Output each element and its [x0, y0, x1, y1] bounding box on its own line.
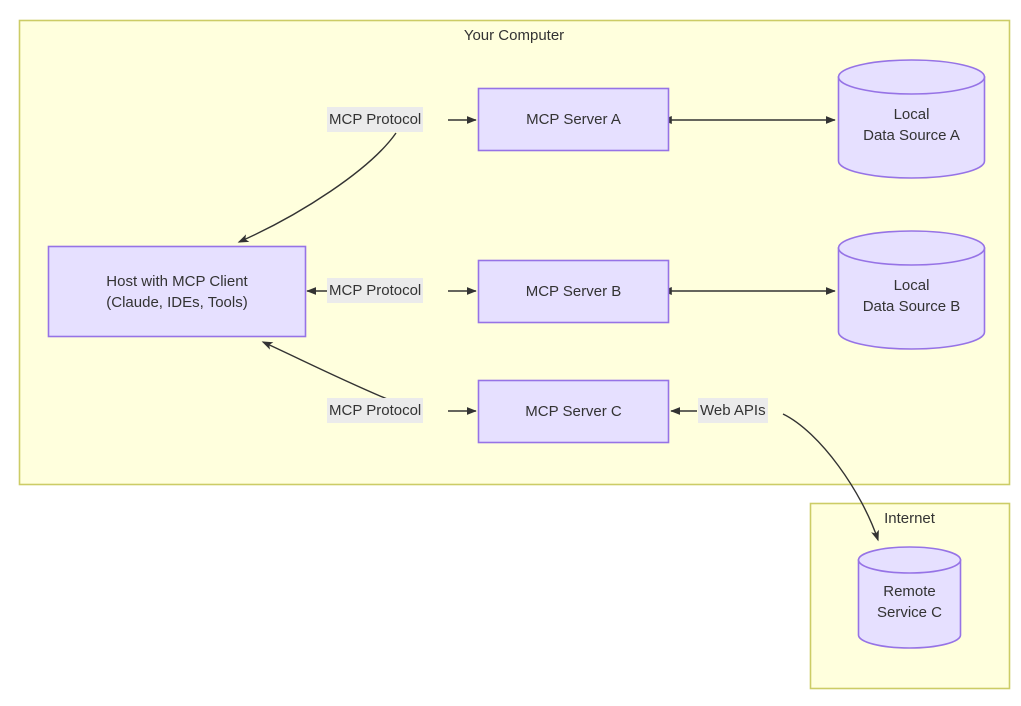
node-remote-service-c[interactable] — [857, 546, 962, 649]
edge-label-mcp-protocol-b: MCP Protocol — [327, 278, 424, 303]
node-data-source-b[interactable] — [837, 230, 986, 350]
group-title-internet: Internet — [884, 510, 935, 527]
node-server-a[interactable] — [477, 87, 670, 152]
edge-label-mcp-protocol-c: MCP Protocol — [327, 398, 424, 423]
node-server-b[interactable] — [477, 259, 670, 324]
node-host[interactable] — [47, 245, 307, 338]
edge-label-web-apis: Web APIs — [698, 398, 768, 423]
edge-curve-mcp-a-to-host — [237, 132, 397, 243]
group-title-your-computer: Your Computer — [463, 27, 565, 44]
node-server-c[interactable] — [477, 379, 670, 444]
edge-curve-mcp-c-to-host — [261, 341, 393, 402]
node-data-source-a[interactable] — [837, 59, 986, 179]
edge-curve-web-apis-to-remote-service — [782, 413, 879, 542]
edge-label-mcp-protocol-a: MCP Protocol — [327, 107, 424, 132]
